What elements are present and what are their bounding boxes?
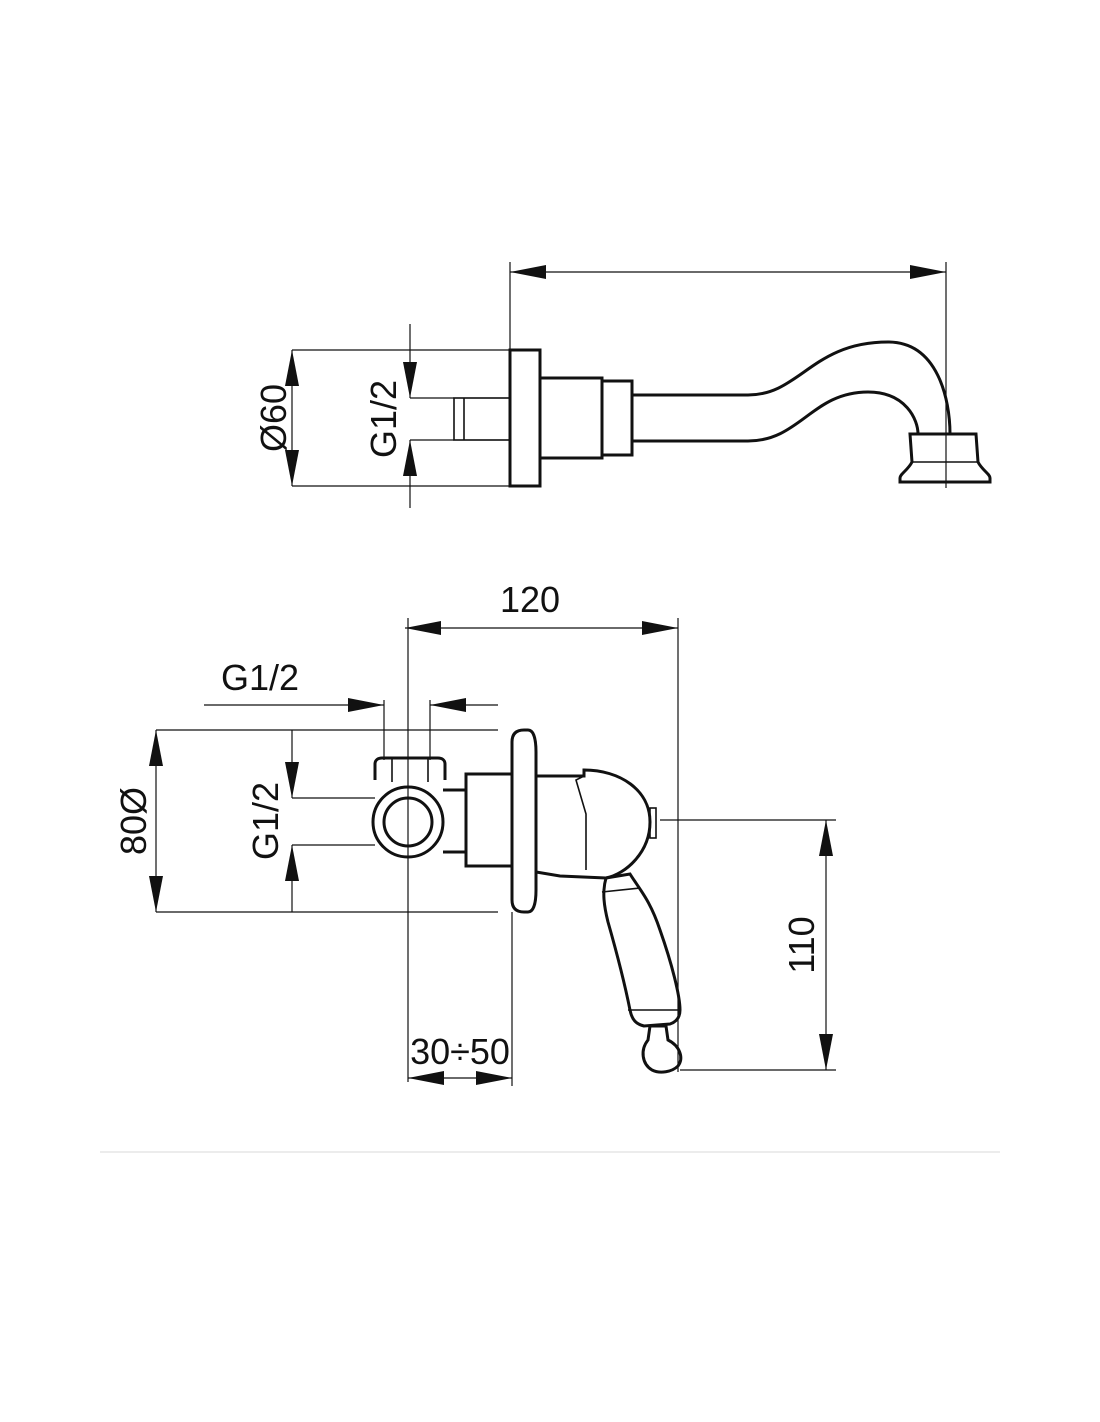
mixer-body-block: [464, 772, 514, 868]
mixer-inlet-inner-ring: [382, 796, 434, 848]
spout-diameter-dimension: [285, 349, 510, 487]
mixer-handle-knob: [641, 1024, 683, 1074]
mixer-handle-lever: [602, 872, 682, 1028]
mixer-inlet-outer-ring: [371, 785, 445, 859]
mixer-height-label: 110: [781, 916, 822, 973]
mixer-diameter-dimension: [149, 729, 498, 913]
mixer-thread-horizontal-dimension: [204, 698, 498, 760]
mixer-inlet-neck: [443, 788, 468, 854]
spout-wall-flange: [508, 348, 542, 488]
mixer-thread-vertical-label: G1/2: [245, 782, 286, 860]
spout-thread-connector: [453, 397, 511, 441]
spout-diameter-label: Ø60: [253, 384, 294, 452]
spout-aerator: [898, 432, 992, 484]
spout-body-sleeve: [538, 376, 604, 460]
mixer-diameter-label: 80Ø: [113, 787, 154, 855]
mixer-height-dimension: [660, 819, 836, 1071]
spout-length-dimension: [509, 262, 947, 488]
mixer-wall-flange: [510, 728, 538, 914]
mixer-side-view: 120 G1/2 80Ø: [113, 579, 836, 1086]
spout-body-collar: [600, 379, 634, 457]
spout-thread-dimension: [403, 324, 454, 508]
mixer-width-label: 120: [500, 579, 560, 620]
mixer-width-dimension: [405, 618, 679, 1072]
spout-thread-label: G1/2: [363, 380, 404, 458]
mixer-inlet-fitting: [373, 756, 447, 780]
spout-top-view: Ø60 G1/2: [253, 262, 992, 508]
mixer-depth-label: 30÷50: [410, 1031, 510, 1072]
mixer-depth-dimension: [408, 912, 513, 1086]
mixer-thread-horizontal-label: G1/2: [221, 657, 299, 698]
mixer-cartridge-cover: [534, 768, 652, 880]
mixer-thread-vertical-dimension: [285, 730, 375, 912]
spout-pipe: [632, 340, 952, 443]
